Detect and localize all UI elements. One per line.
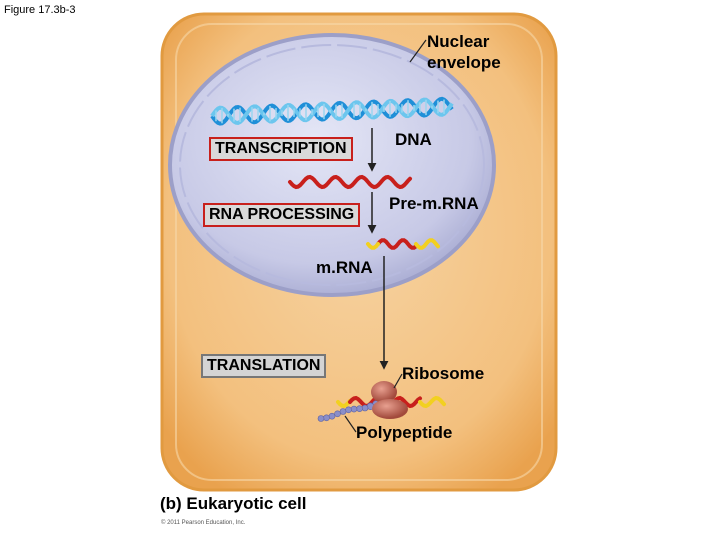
polypeptide-chain	[317, 400, 380, 422]
nucleus	[168, 33, 496, 297]
amino-acid	[356, 405, 363, 413]
copyright-notice: © 2011 Pearson Education, Inc.	[161, 520, 246, 526]
polypeptide-leader	[344, 415, 357, 433]
polypeptide-label: Polypeptide	[356, 423, 453, 442]
dna-label: DNA	[395, 130, 432, 149]
nuclear-envelope-label-line2: envelope	[427, 53, 501, 72]
transcription-label: TRANSCRIPTION	[209, 137, 353, 161]
amino-acid	[334, 410, 341, 418]
amino-acid	[339, 408, 347, 415]
pre-mrna-label: Pre-m.RNA	[389, 194, 479, 213]
mrna-nuclear	[366, 238, 440, 250]
amino-acid	[317, 415, 325, 422]
amino-acid	[361, 404, 369, 412]
amino-acid	[323, 414, 330, 422]
ribosome-label: Ribosome	[402, 364, 485, 383]
pre-mrna-strand	[288, 174, 412, 190]
amino-acid	[328, 412, 336, 420]
ribosome-leader	[393, 373, 403, 389]
figure-caption: (b) Eukaryotic cell	[160, 494, 307, 513]
dna-helix	[210, 96, 454, 126]
amino-acid	[350, 405, 358, 413]
mrna-label: m.RNA	[316, 258, 373, 277]
nuclear-envelope-label-line1: Nuclear	[427, 32, 490, 51]
rna-processing-label: RNA PROCESSING	[203, 203, 361, 227]
figure-label: Figure 17.3b-3	[4, 4, 76, 16]
translation-label: TRANSLATION	[201, 354, 327, 378]
nuclear-envelope-leader	[409, 39, 427, 63]
ribosome	[371, 381, 408, 419]
amino-acid	[345, 406, 352, 414]
